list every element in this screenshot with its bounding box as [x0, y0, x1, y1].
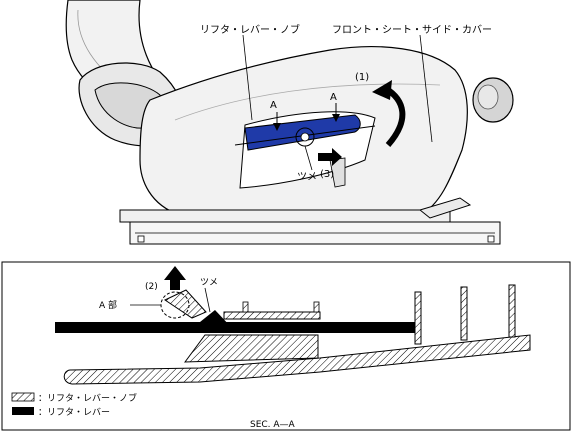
claw	[200, 310, 232, 333]
tab-plate-hatched	[223, 311, 321, 320]
seat-rail-upper	[119, 209, 451, 223]
part-a-tip	[163, 289, 207, 319]
push-arrow-icon	[318, 148, 342, 166]
seat-illustration	[65, 0, 514, 245]
label-step-3: (3)	[320, 169, 334, 180]
lift-arrow-icon	[164, 266, 186, 290]
label-lifter-knob: リフタ・レバー・ノブ	[200, 23, 300, 36]
label-step-1: (1)	[355, 72, 369, 83]
legend-lever-label: ：リフタ・レバー	[38, 407, 110, 418]
rib-1	[414, 291, 422, 345]
label-front-cover: フロント・シート・サイド・カバー	[332, 24, 492, 36]
label-claw-top: ツメ	[297, 172, 317, 183]
section-view	[55, 266, 531, 385]
lifter-lever-bar	[55, 322, 415, 333]
legend: ：リフタ・レバー・ノブ ：リフタ・レバー	[11, 392, 137, 418]
rib-2	[460, 286, 468, 341]
knob-block-hatched	[183, 334, 319, 363]
knob-body-hatched	[63, 334, 531, 385]
legend-swatch-lever	[12, 407, 34, 415]
label-claw-bottom: ツメ	[200, 278, 218, 288]
lifter-lever-knob	[244, 114, 361, 151]
legend-knob-label: ：リフタ・レバー・ノブ	[38, 392, 137, 404]
label-part-a: A 部	[99, 299, 117, 311]
label-a-left: A	[270, 100, 277, 111]
legend-swatch-knob	[11, 392, 35, 402]
section-title: SEC. A—A	[250, 420, 296, 430]
label-step-2: (2)	[145, 282, 158, 292]
rib-3	[508, 284, 516, 338]
label-a-right: A	[330, 92, 337, 103]
